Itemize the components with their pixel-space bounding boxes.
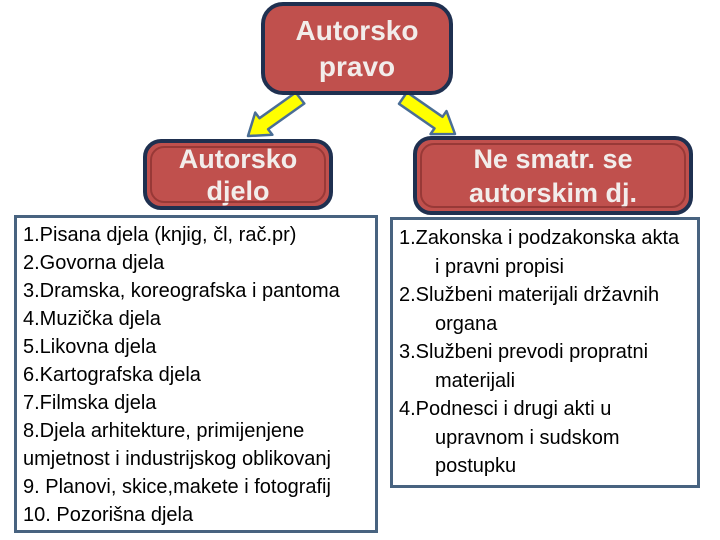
autorska-djela-list: 1.Pisana djela (knjig, čl, rač.pr) 2.Govo…: [14, 215, 378, 533]
ne-smatra-se-autorskim-label: Ne smatr. se autorskim dj.: [468, 143, 638, 208]
ne-autorska-djela-list: 1.Zakonska i podzakonska akta i pravni pr…: [390, 217, 700, 488]
autorsko-djelo-label: Autorsko djelo: [178, 143, 298, 206]
list-line: materijali: [435, 369, 516, 392]
list-line: 5.Likovna djela: [23, 336, 157, 358]
arrow-down-left-icon: [246, 91, 306, 138]
list-line: 8.Djela arhitekture, primijenjene: [23, 420, 305, 442]
list-line: umjetnost i industrijskog oblikovanj: [23, 448, 331, 470]
list-line: 7.Filmska djela: [23, 392, 157, 414]
list-line: 6.Kartografska djela: [23, 364, 201, 386]
autorsko-pravo-label: Autorsko pravo: [295, 14, 419, 82]
list-line: 3.Službeni prevodi propratni: [399, 341, 649, 363]
list-line: 2.Govorna djela: [23, 252, 165, 274]
list-line: i pravni propisi: [435, 255, 564, 278]
list-line: 10. Pozorišna djela: [23, 504, 194, 526]
autorsko-djelo-node: Autorsko djelo: [143, 139, 333, 210]
list-line: 3.Dramska, koreografska i pantoma: [23, 280, 340, 302]
autorsko-pravo-node: Autorsko pravo: [261, 2, 453, 95]
ne-smatra-se-autorskim-node: Ne smatr. se autorskim dj.: [413, 136, 693, 215]
list-line: 2.Službeni materijali državnih: [399, 284, 660, 306]
list-line: postupku: [435, 455, 517, 477]
list-line: upravnom i sudskom: [435, 426, 620, 449]
list-line: 9. Planovi, skice,makete i fotografij: [23, 476, 331, 498]
list-line: organa: [435, 312, 498, 335]
list-line: 4.Muzička djela: [23, 308, 161, 330]
list-line: 1.Pisana djela (knjig, čl, rač.pr): [23, 224, 297, 246]
arrow-down-right-icon: [397, 90, 457, 136]
list-line: 1.Zakonska i podzakonska akta: [399, 227, 680, 249]
list-line: 4.Podnesci i drugi akti u: [399, 398, 612, 420]
